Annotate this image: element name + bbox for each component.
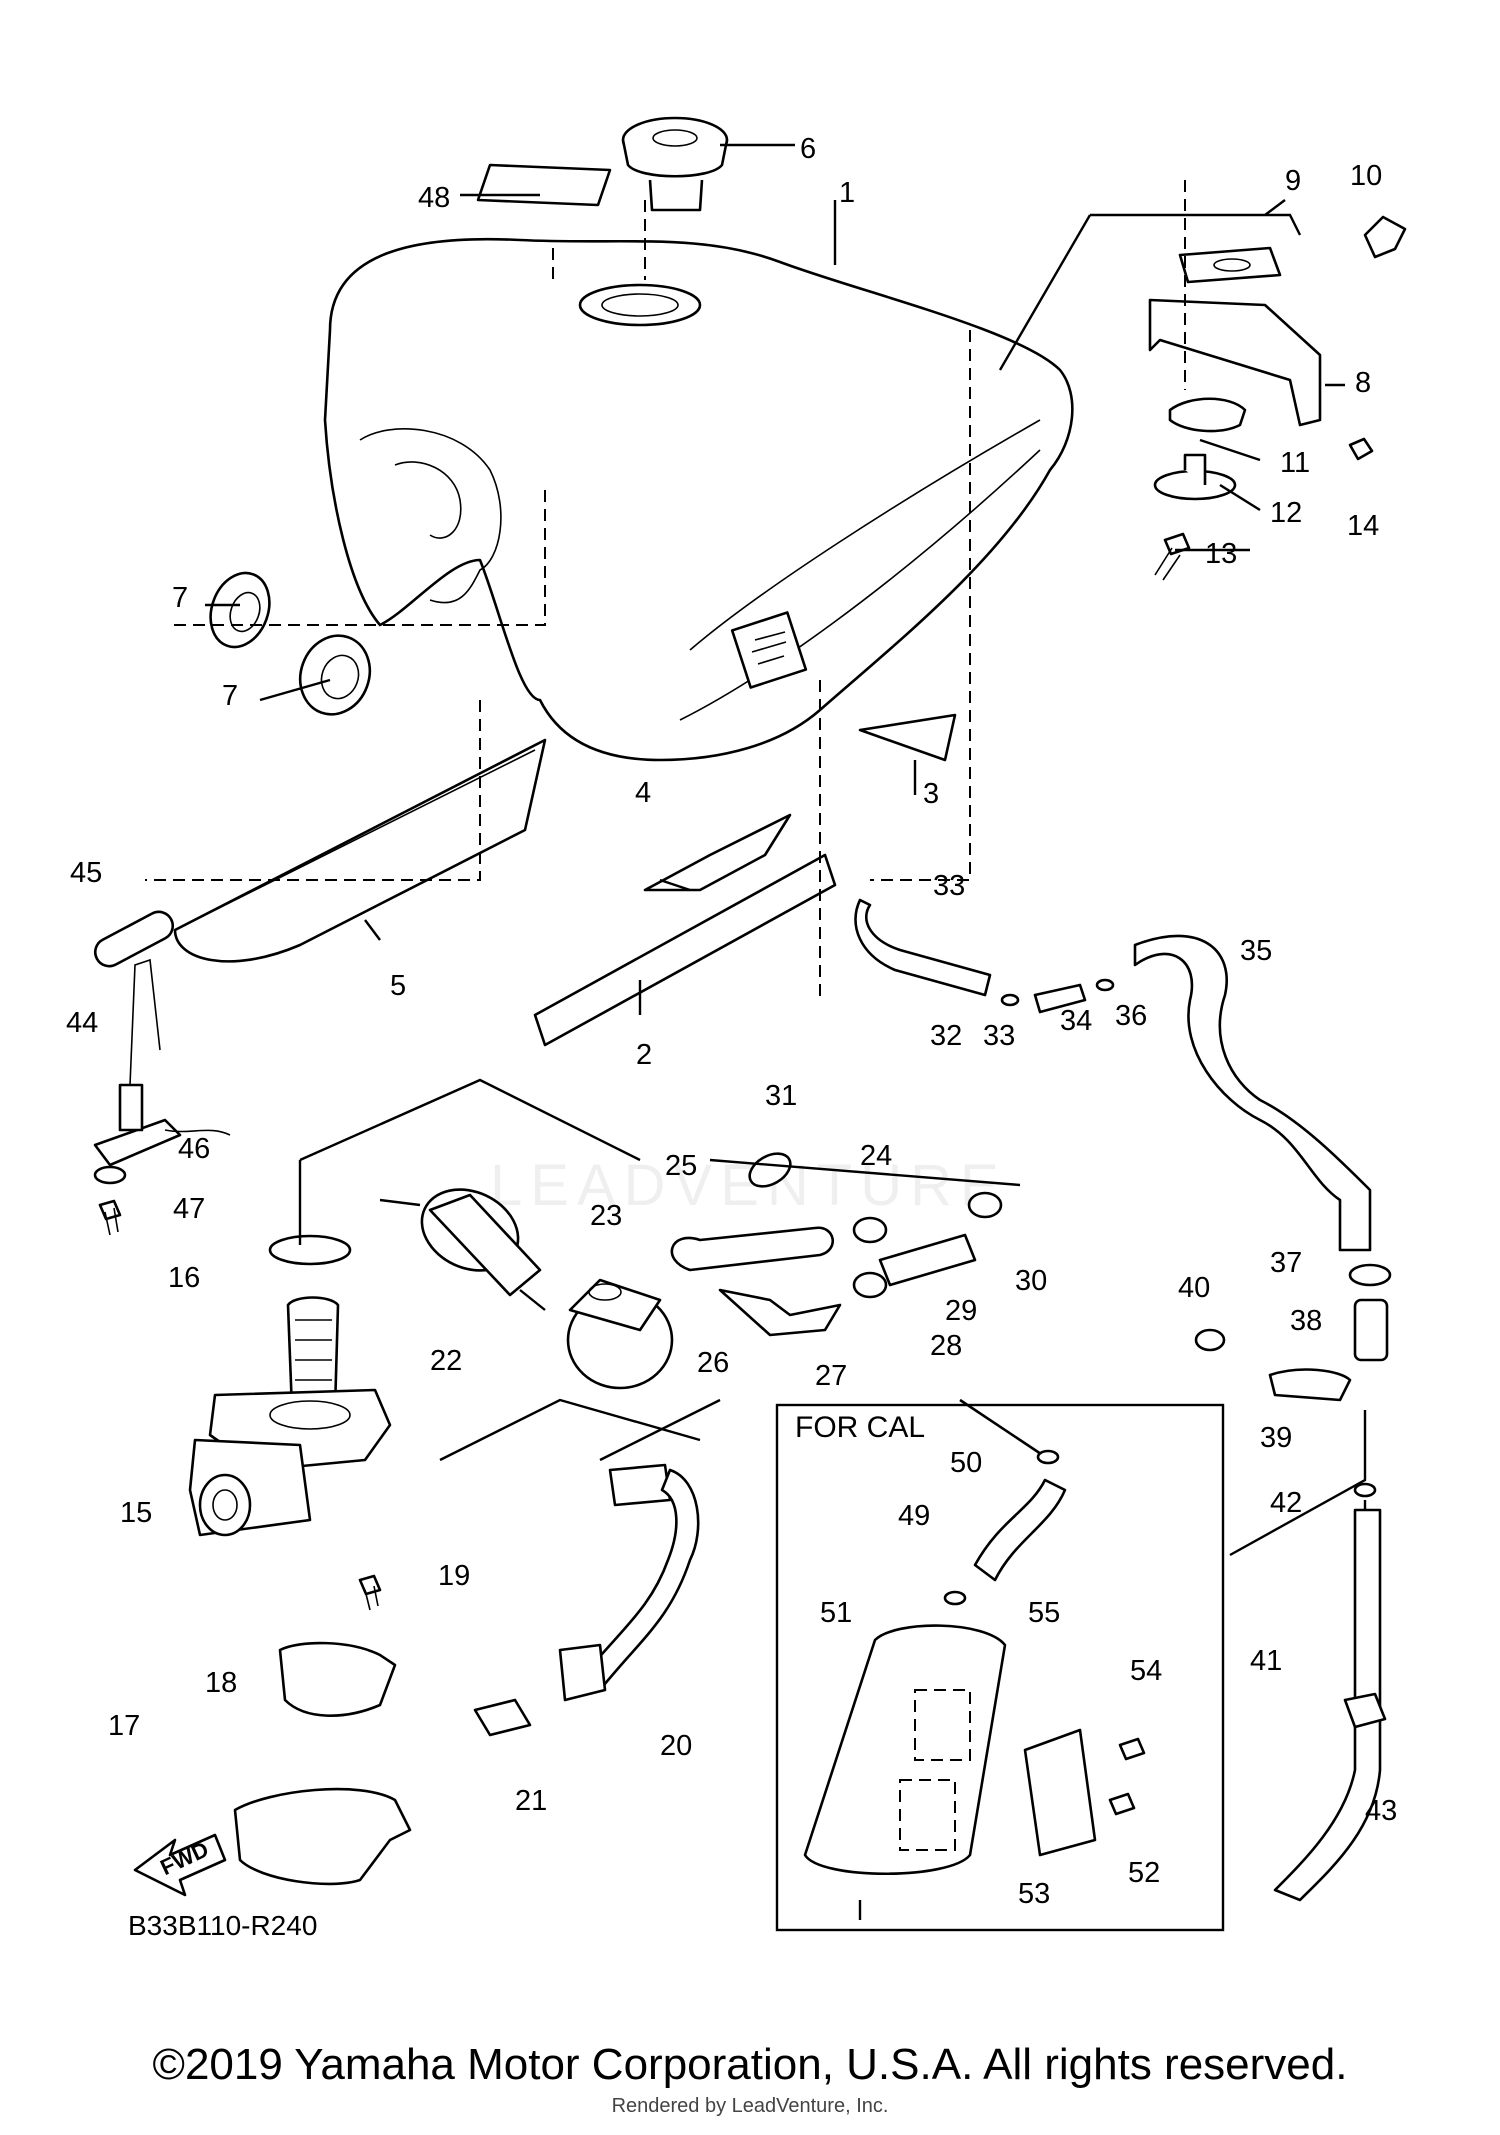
callout-52: 52 (1128, 1857, 1160, 1889)
rendered-by-note: Rendered by LeadVenture, Inc. (611, 2095, 889, 2117)
o-ring-45-drawing (93, 910, 175, 968)
callout-18: 18 (205, 1667, 237, 1699)
callout-21: 21 (515, 1785, 547, 1817)
callout-2: 2 (636, 1039, 652, 1071)
callout-33a: 33 (933, 870, 965, 902)
callout-10: 10 (1350, 160, 1382, 192)
copyright-notice: ©2019 Yamaha Motor Corporation, U.S.A. A… (152, 2040, 1348, 2089)
callout-17: 17 (108, 1710, 140, 1742)
callout-9: 9 (1285, 165, 1301, 197)
callout-47: 47 (173, 1193, 205, 1225)
callout-27: 27 (815, 1360, 847, 1392)
for-cal-label: FOR CAL (795, 1411, 925, 1444)
callout-11: 11 (1280, 447, 1310, 479)
fuel-filter-drawing (379, 1188, 674, 1390)
hoses-24-31-drawing (670, 1152, 1003, 1337)
callout-25: 25 (665, 1150, 697, 1182)
callout-46: 46 (178, 1133, 210, 1165)
callout-labels: 1 2 3 4 5 6 7 7 8 9 10 11 12 13 14 15 16… (66, 133, 1397, 1910)
callout-49: 49 (898, 1500, 930, 1532)
callout-34: 34 (1060, 1005, 1092, 1037)
callout-15: 15 (120, 1497, 152, 1529)
callout-29: 29 (945, 1295, 977, 1327)
fuel-cap-drawing (621, 116, 729, 212)
callout-53: 53 (1018, 1878, 1050, 1910)
callout-38: 38 (1290, 1305, 1322, 1337)
fuel-tank-drawing (323, 237, 1074, 762)
callout-23: 23 (590, 1200, 622, 1232)
callout-8: 8 (1355, 367, 1371, 399)
callout-6: 6 (800, 133, 816, 165)
sender-44-drawing (93, 958, 231, 1236)
callout-45: 45 (70, 857, 102, 889)
callout-20: 20 (660, 1730, 692, 1762)
callout-14: 14 (1347, 510, 1379, 542)
callout-43: 43 (1365, 1795, 1397, 1827)
callout-16: 16 (168, 1262, 200, 1294)
callout-36: 36 (1115, 1000, 1147, 1032)
callout-4: 4 (635, 777, 651, 809)
fwd-arrow-icon: FWD (133, 1833, 227, 1897)
callout-26: 26 (697, 1347, 729, 1379)
callout-3: 3 (923, 778, 939, 810)
callout-5: 5 (390, 970, 406, 1002)
diagram-code: B33B110-R240 (128, 1910, 317, 1941)
callout-33b: 33 (983, 1020, 1015, 1052)
caps-7-drawing (209, 571, 372, 716)
callout-51: 51 (820, 1597, 852, 1629)
callout-leaders (205, 143, 1345, 1015)
callout-40: 40 (1178, 1272, 1210, 1304)
hose-20-drawing (473, 1463, 700, 1737)
fuel-pump-assembly-drawing (188, 1234, 412, 1886)
callout-7a: 7 (172, 582, 188, 614)
callout-7b: 7 (222, 680, 238, 712)
separator-drawing (1194, 1263, 1392, 1902)
leader-lines (145, 180, 1367, 1557)
callout-54: 54 (1130, 1655, 1162, 1687)
rear-mount-drawing (1148, 215, 1407, 581)
callout-12: 12 (1270, 497, 1302, 529)
callout-42: 42 (1270, 1487, 1302, 1519)
callout-19: 19 (438, 1560, 470, 1592)
for-cal-frame (775, 1403, 1225, 1932)
callout-31: 31 (765, 1080, 797, 1112)
callout-35: 35 (1240, 935, 1272, 967)
callout-44: 44 (66, 1007, 98, 1039)
callout-48: 48 (418, 182, 450, 214)
callout-50: 50 (950, 1447, 982, 1479)
for-cal-box: FOR CAL (775, 1398, 1225, 1932)
callout-30: 30 (1015, 1265, 1047, 1297)
decal-48-drawing (476, 163, 612, 207)
tank-panels-drawing (173, 713, 957, 1047)
callout-32: 32 (930, 1020, 962, 1052)
callout-41: 41 (1250, 1645, 1282, 1677)
callout-55: 55 (1028, 1597, 1060, 1629)
callout-13: 13 (1205, 538, 1237, 570)
callout-37: 37 (1270, 1247, 1302, 1279)
callout-22: 22 (430, 1345, 462, 1377)
callout-39: 39 (1260, 1422, 1292, 1454)
callout-1: 1 (839, 177, 855, 209)
callout-24: 24 (860, 1140, 892, 1172)
callout-28: 28 (930, 1330, 962, 1362)
vent-pipe-drawing (854, 898, 1372, 1252)
